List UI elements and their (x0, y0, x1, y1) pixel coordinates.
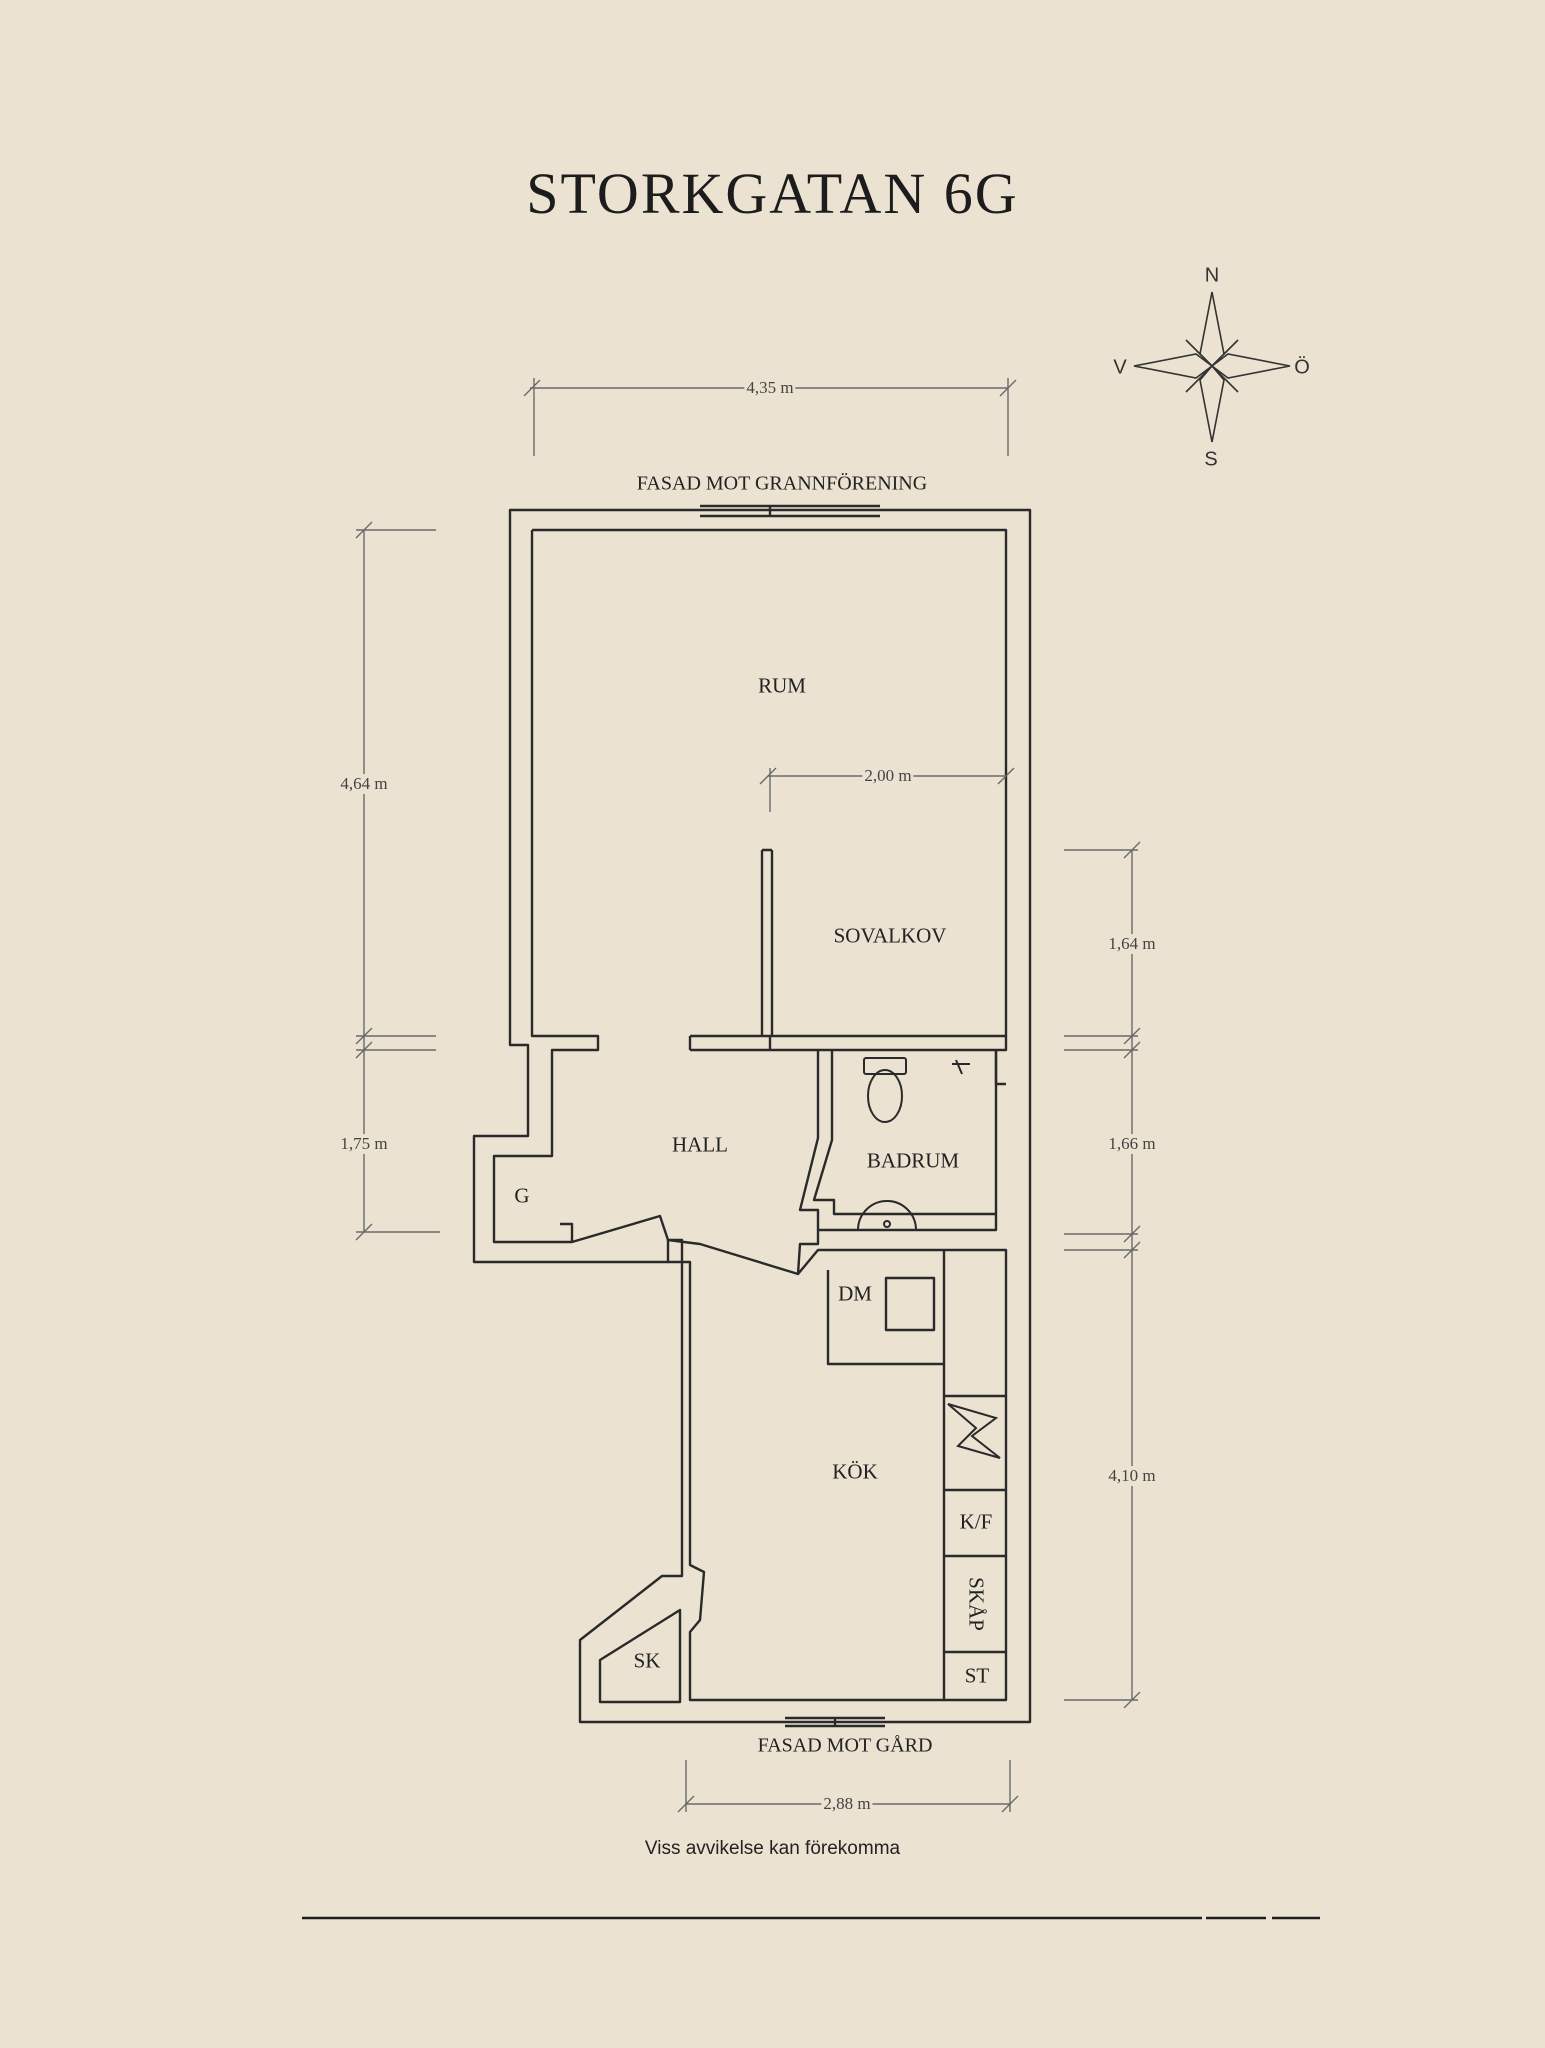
dim-right-badrum: 1,66 m (1106, 1134, 1158, 1154)
toilet-tank (863, 1057, 907, 1075)
compass-east: Ö (1294, 356, 1310, 379)
dim-right-sovalkov: 1,64 m (1106, 934, 1158, 954)
compass-north: N (1204, 264, 1220, 287)
fixtures (857, 1057, 1001, 1459)
room-label-dm: DM (838, 1281, 872, 1306)
sink-icon (857, 1200, 917, 1231)
dim-alcove-width: 2,00 m (862, 766, 914, 786)
toilet-bowl-icon (867, 1069, 903, 1123)
page-title: STORKGATAN 6G (526, 161, 1019, 226)
room-label-sovalkov: SOVALKOV (833, 923, 947, 948)
facade-top-label: FASAD MOT GRANNFÖRENING (636, 472, 928, 495)
stove-symbol-icon (947, 1403, 1001, 1459)
facade-bottom-label: FASAD MOT GÅRD (757, 1734, 933, 1757)
dim-bottom-width: 2,88 m (821, 1794, 873, 1814)
dim-left-upper: 4,64 m (338, 774, 390, 794)
dim-left-lower: 1,75 m (338, 1134, 390, 1154)
compass-west: V (1113, 356, 1127, 379)
room-label-hall: HALL (672, 1132, 728, 1157)
dim-right-kok: 4,10 m (1106, 1466, 1158, 1486)
room-label-skap: SKÅP (964, 1577, 989, 1631)
walls (472, 504, 1032, 1728)
room-label-g: G (514, 1183, 530, 1208)
dim-top-width: 4,35 m (744, 378, 796, 398)
compass-south: S (1204, 448, 1218, 471)
dimension-lines (355, 378, 1141, 1813)
room-label-sk: SK (633, 1648, 661, 1673)
compass-rose (1133, 291, 1291, 443)
room-label-kok: KÖK (832, 1459, 878, 1484)
room-label-st: ST (964, 1663, 990, 1688)
room-label-badrum: BADRUM (866, 1148, 960, 1173)
disclaimer-note: Viss avvikelse kan förekomma (644, 1838, 901, 1859)
room-label-kf: K/F (959, 1509, 993, 1534)
shower-icon (952, 1059, 970, 1075)
room-label-rum: RUM (758, 673, 806, 698)
